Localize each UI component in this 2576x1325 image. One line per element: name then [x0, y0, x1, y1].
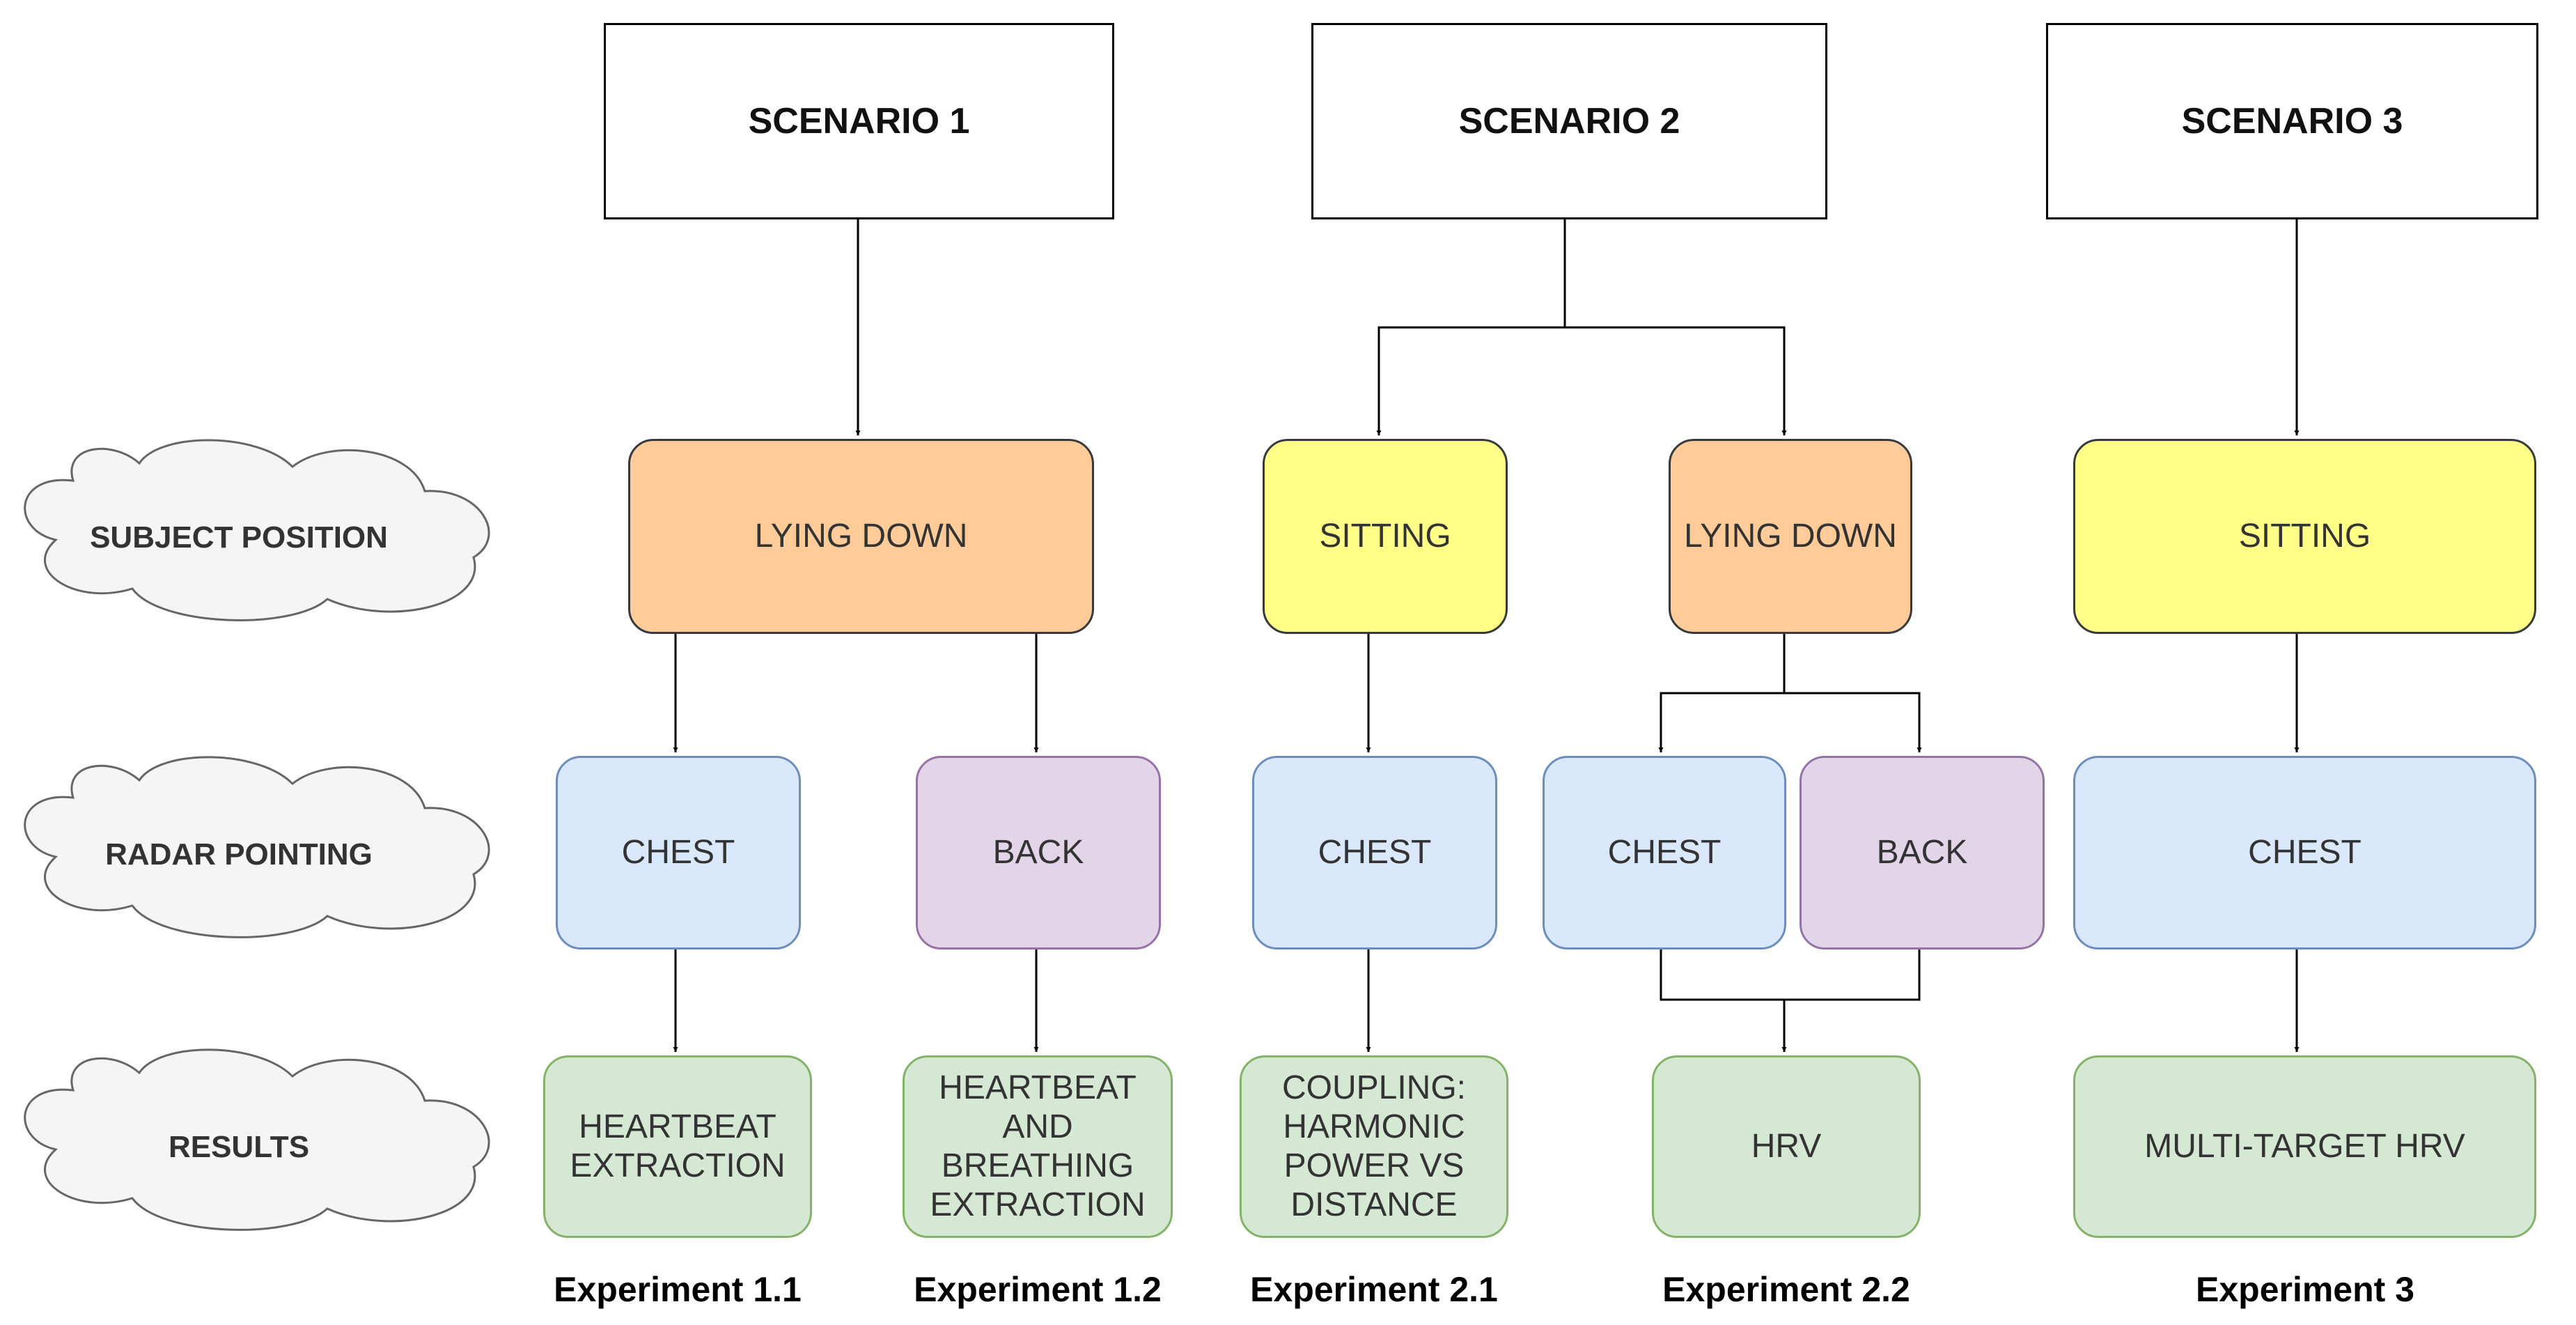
- result-3-label: COUPLING: HARMONIC POWER VS DISTANCE: [1281, 1069, 1467, 1223]
- arrow-lying2-to-back: [1784, 692, 1922, 752]
- position-lying-down-1: LYING DOWN: [628, 439, 1094, 634]
- position-sitting-3: SITTING: [2073, 439, 2536, 634]
- row-label-results: RESULTS: [168, 1130, 310, 1164]
- row-label-subject-position: SUBJECT POSITION: [90, 520, 388, 555]
- cloud-shape-radar-pointing: [24, 756, 490, 938]
- radar-back-1: BACK: [916, 756, 1161, 950]
- result-coupling-harmonic-power: COUPLING: HARMONIC POWER VS DISTANCE: [1240, 1055, 1508, 1238]
- experiment-2-2-label: Experiment 2.2: [1662, 1270, 1910, 1309]
- result-heartbeat-extraction: HEARTBEAT EXTRACTION: [543, 1055, 812, 1238]
- experiment-2-1-label: Experiment 2.1: [1250, 1270, 1498, 1309]
- position-lying-down-1-label: LYING DOWN: [754, 518, 968, 555]
- result-multi-target-hrv: MULTI-TARGET HRV: [2073, 1055, 2536, 1238]
- line-chest3-back3-merge: [1660, 950, 1921, 1001]
- scenario-1-box: SCENARIO 1: [604, 23, 1114, 219]
- position-sitting-2: SITTING: [1263, 439, 1508, 634]
- arrow-lying2-to-chest: [1658, 692, 1784, 752]
- cloud-shape-subject-position: [24, 439, 490, 621]
- radar-chest-3-label: CHEST: [1607, 834, 1722, 871]
- position-lying-down-2: LYING DOWN: [1669, 439, 1912, 634]
- scenario-2-box: SCENARIO 2: [1311, 23, 1827, 219]
- radar-chest-1-label: CHEST: [621, 834, 735, 871]
- radar-back-3: BACK: [1800, 756, 2045, 950]
- result-1-label: HEARTBEAT EXTRACTION: [570, 1108, 786, 1184]
- arrow-scenario2-to-lying: [1565, 326, 1787, 435]
- radar-chest-2: CHEST: [1252, 756, 1497, 950]
- radar-chest-4-label: CHEST: [2248, 834, 2362, 871]
- scenario-3-box: SCENARIO 3: [2046, 23, 2538, 219]
- radar-back-1-label: BACK: [992, 834, 1084, 871]
- position-sitting-3-label: SITTING: [2238, 518, 2371, 555]
- radar-chest-4: CHEST: [2073, 756, 2536, 950]
- radar-chest-2-label: CHEST: [1318, 834, 1432, 871]
- cloud-shape-results: [24, 1048, 490, 1231]
- result-5-label: MULTI-TARGET HRV: [2144, 1128, 2465, 1165]
- result-hrv: HRV: [1652, 1055, 1921, 1238]
- result-4-label: HRV: [1751, 1128, 1822, 1165]
- experiment-1-1-label: Experiment 1.1: [554, 1270, 802, 1309]
- result-heartbeat-breathing-extraction: HEARTBEAT AND BREATHING EXTRACTION: [903, 1055, 1173, 1238]
- radar-back-3-label: BACK: [1876, 834, 1968, 871]
- position-sitting-2-label: SITTING: [1319, 518, 1451, 555]
- position-lying-down-2-label: LYING DOWN: [1684, 518, 1897, 555]
- result-2-label: HEARTBEAT AND BREATHING EXTRACTION: [930, 1069, 1146, 1223]
- scenario-1-label: SCENARIO 1: [748, 101, 970, 141]
- experiment-1-2-label: Experiment 1.2: [914, 1270, 1162, 1309]
- scenario-2-label: SCENARIO 2: [1458, 101, 1680, 141]
- row-label-radar-pointing: RADAR POINTING: [105, 837, 373, 871]
- experiment-3-label: Experiment 3: [2195, 1270, 2415, 1309]
- radar-chest-3: CHEST: [1543, 756, 1786, 950]
- radar-chest-1: CHEST: [556, 756, 801, 950]
- arrow-scenario2-to-sitting: [1376, 326, 1565, 435]
- scenario-3-label: SCENARIO 3: [2181, 101, 2403, 141]
